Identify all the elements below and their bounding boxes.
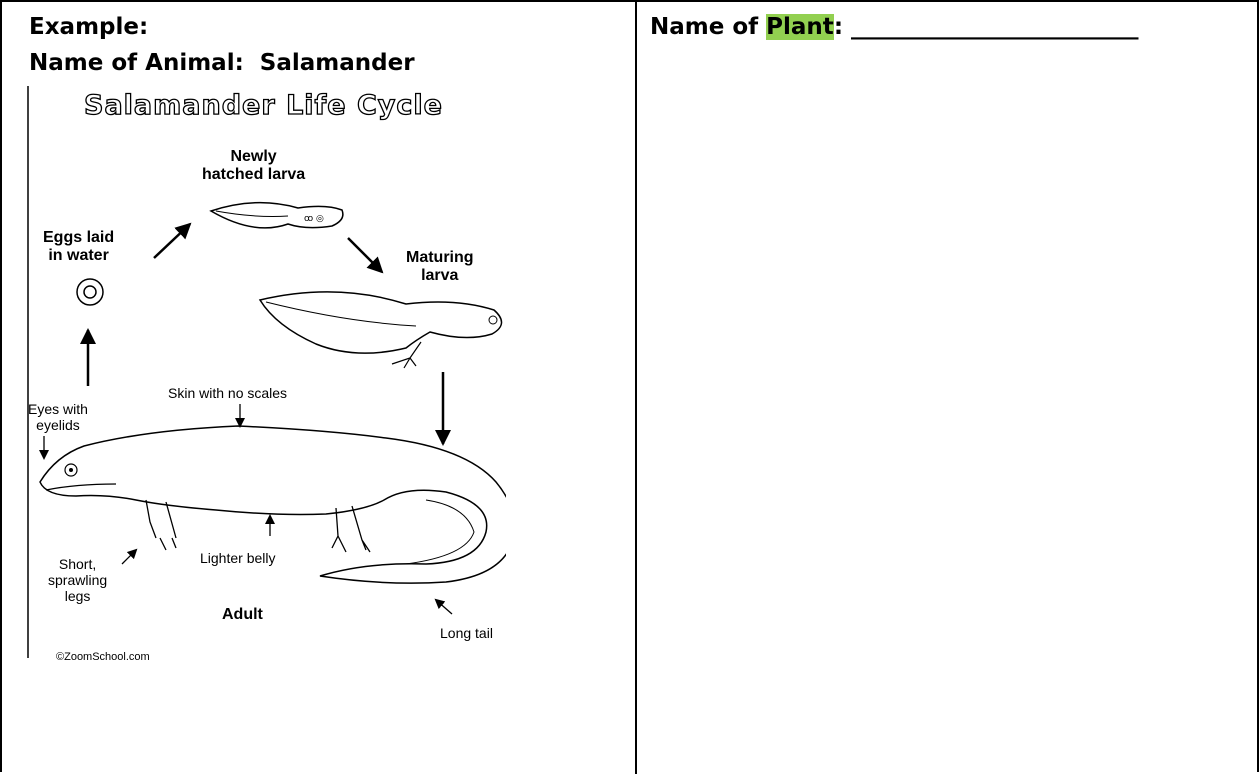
stage-eggs-label: Eggs laid in water [43,229,115,265]
belly-label: Lighter belly [200,550,276,566]
stage-adult-label: Adult [222,606,263,623]
example-heading: Example: [29,14,149,40]
tail-label: Long tail [440,625,493,641]
plant-name-heading: Name of Plant: _________________________ [650,12,1139,42]
salamander-life-cycle-figure: ꝏ ◎ [26,86,506,666]
column-divider [635,2,637,774]
life-cycle-drawing: ꝏ ◎ [27,86,506,658]
stage-newly-hatched-label: Newly hatched larva [202,148,306,184]
svg-text:ꝏ ◎: ꝏ ◎ [304,214,324,224]
skin-label: Skin with no scales [168,385,288,401]
stage-maturing-label: Maturing larva [406,249,474,285]
plant-name-blank[interactable]: _________________________ [851,14,1139,40]
hatched-larva-icon: ꝏ ◎ [209,201,344,229]
adult-salamander-icon [39,425,506,584]
animal-name-heading: Name of Animal: Salamander [29,50,415,76]
plant-label-highlight: Plant [766,14,834,40]
figure-title: Salamander Life Cycle [83,89,443,121]
eyes-label: Eyes with eyelids [28,401,88,434]
plant-label-prefix: Name of [650,14,767,40]
maturing-larva-icon [258,291,503,369]
plant-label-suffix: : [833,14,852,40]
credit-text: ©ZoomSchool.com [56,651,150,663]
legs-label: Short, sprawling legs [48,556,108,605]
egg-icon [76,278,104,306]
